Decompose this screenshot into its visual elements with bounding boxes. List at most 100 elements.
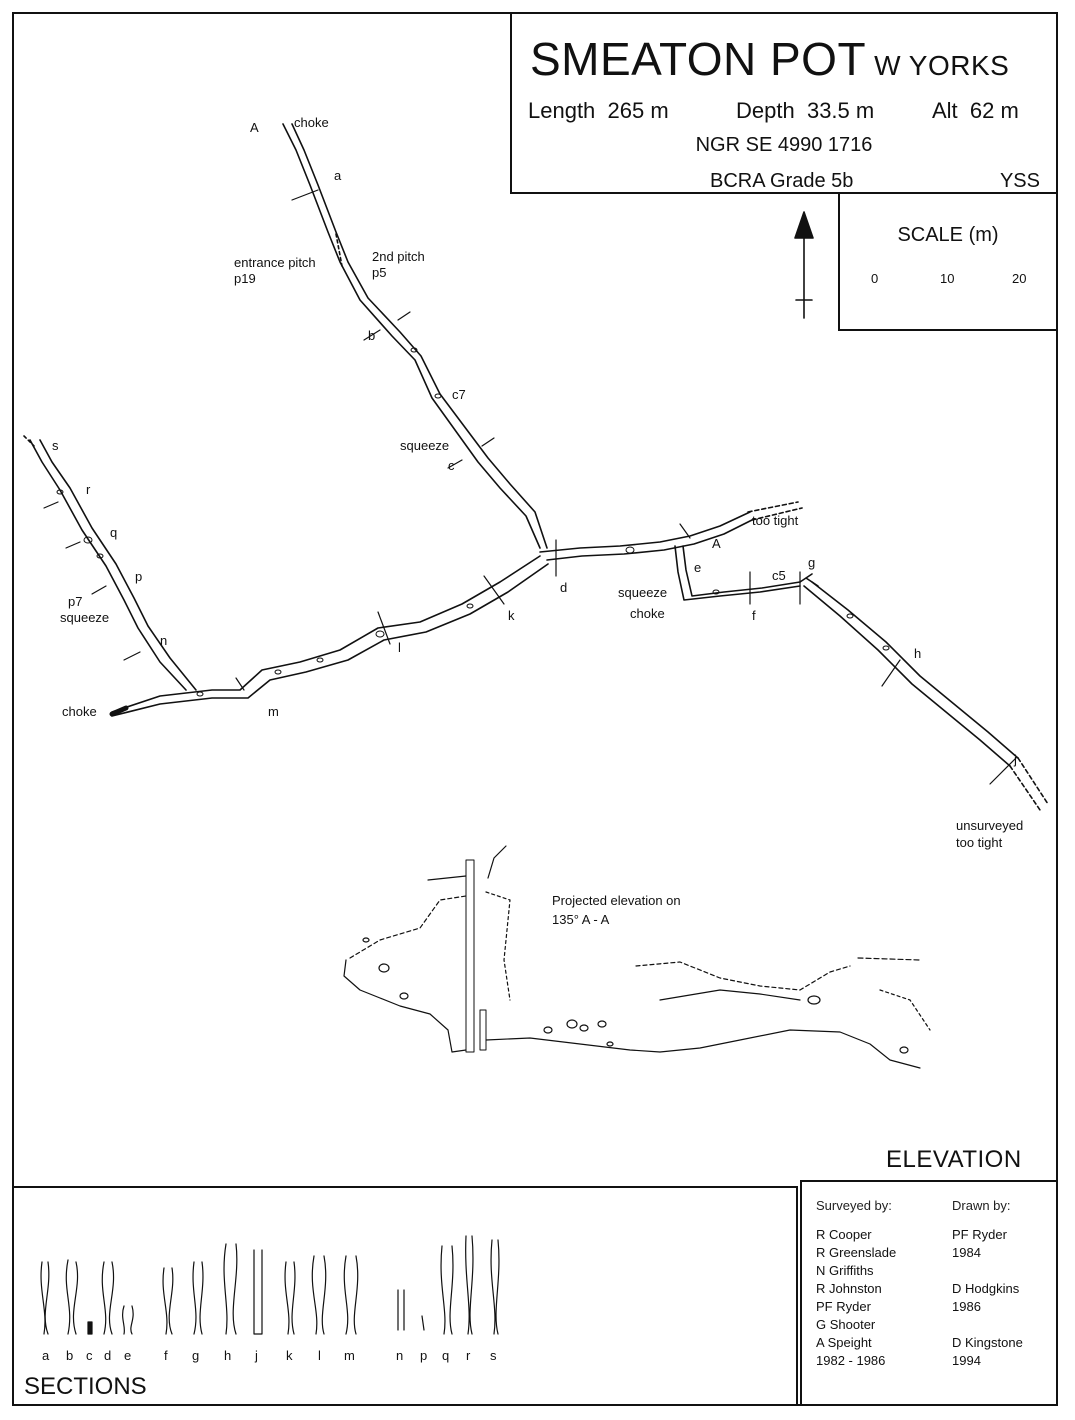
elevation-caption-bearing: 135° A - A: [552, 912, 610, 927]
drafter-year: 1986: [952, 1299, 981, 1314]
drafter-name: PF Ryder: [952, 1227, 1007, 1242]
section-caption: k: [286, 1348, 293, 1363]
grid-reference: NGR SE 4990 1716: [695, 134, 873, 156]
surveyor-name: G Shooter: [816, 1317, 876, 1332]
too-tight-label: too tight: [956, 835, 1003, 850]
drafter-spacer: [952, 1263, 1023, 1281]
surveyor-name: R Johnston: [816, 1281, 882, 1296]
plan-passage-side: [674, 545, 819, 601]
boulder-texture: [56, 347, 890, 697]
drawn-by-heading: Drawn by:: [952, 1198, 1011, 1213]
club-name: YSS: [999, 170, 1040, 192]
north-arrow-icon: [794, 211, 814, 319]
plan-passage-left: [23, 435, 197, 691]
section-caption: q: [442, 1348, 450, 1363]
section-markers: [43, 189, 1017, 785]
elevation-caption: Projected elevation on: [552, 893, 681, 908]
section-caption: s: [490, 1348, 497, 1363]
plan-passage-right-upper: [539, 501, 803, 561]
section-label-p: p: [135, 569, 143, 584]
drafter-name: D Kingstone: [952, 1335, 1023, 1350]
section-caption: m: [344, 1348, 355, 1363]
second-pitch-depth: p5: [372, 265, 387, 280]
entrance-pitch-depth: p19: [234, 271, 256, 286]
section-caption: l: [318, 1348, 321, 1363]
section-label-l: l: [398, 640, 401, 655]
elevation-profile: [343, 845, 931, 1069]
scale-tick-10: 10: [940, 271, 955, 286]
squeeze-label: squeeze: [60, 610, 110, 625]
depth-stat: Depth 33.5 m: [736, 98, 875, 123]
scale-tick-0: 0: [871, 271, 879, 286]
station-label: A: [250, 120, 259, 135]
section-caption: r: [466, 1348, 471, 1363]
section-label-g: g: [808, 555, 816, 570]
plan-passage-upper: [282, 123, 548, 549]
section-caption: e: [124, 1348, 132, 1363]
section-caption: a: [42, 1348, 50, 1363]
section-caption: d: [104, 1348, 112, 1363]
station-label: A: [712, 536, 721, 551]
length-stat: Length 265 m: [528, 98, 669, 123]
section-label-n: n: [160, 633, 168, 648]
survey-years: 1982 - 1986: [816, 1353, 886, 1368]
scale-title: SCALE (m): [897, 224, 999, 246]
choke-label: choke: [62, 704, 97, 719]
surveyor-name: PF Ryder: [816, 1299, 871, 1314]
section-label-d: d: [560, 580, 568, 595]
sections-panel: [12, 1186, 798, 1406]
section-label-k: k: [508, 608, 515, 623]
section-label-e: e: [694, 560, 702, 575]
c5-label: c5: [772, 568, 786, 583]
section-caption: g: [192, 1348, 200, 1363]
section-sketches: [40, 1235, 500, 1335]
section-caption: j: [255, 1348, 258, 1363]
section-label-r: r: [86, 482, 91, 497]
surveyor-name: R Cooper: [816, 1227, 872, 1242]
elevation-title: ELEVATION: [886, 1146, 1022, 1173]
drafter-spacer: [952, 1317, 1023, 1335]
drawn-by-column: Drawn by: PF Ryder 1984 D Hodgkins 1986 …: [952, 1198, 1023, 1371]
section-caption: c: [86, 1348, 93, 1363]
squeeze-label: squeeze: [618, 585, 668, 600]
section-label-q: q: [110, 525, 118, 540]
surveyor-name: A Speight: [816, 1335, 872, 1350]
section-caption: h: [224, 1348, 232, 1363]
section-label-h: h: [914, 646, 922, 661]
too-tight-label: too tight: [752, 513, 799, 528]
section-caption: f: [164, 1348, 168, 1363]
section-label-b: b: [368, 328, 376, 343]
section-caption: p: [420, 1348, 428, 1363]
credits-block: Surveyed by: R Cooper R Greenslade N Gri…: [800, 1180, 1058, 1406]
altitude-stat: Alt 62 m: [932, 98, 1019, 123]
surveyor-name: R Greenslade: [816, 1245, 897, 1260]
unsurveyed-label: unsurveyed: [956, 818, 1024, 833]
choke-label: choke: [294, 115, 329, 130]
plan-passage-lower: [109, 555, 549, 717]
scale-block: SCALE (m) 0 10 20: [838, 192, 1058, 331]
choke-label: choke: [630, 606, 665, 621]
scale-tick-20: 20: [1012, 271, 1027, 286]
section-label-f: f: [752, 608, 756, 623]
survey-grade: BCRA Grade 5b: [710, 170, 854, 192]
surveyor-name: N Griffiths: [816, 1263, 874, 1278]
surveyed-by-heading: Surveyed by:: [816, 1198, 892, 1213]
sections-title: SECTIONS: [24, 1373, 147, 1400]
section-label-c: c: [448, 458, 455, 473]
surveyed-by-column: Surveyed by: R Cooper R Greenslade N Gri…: [816, 1198, 896, 1371]
section-label-a: a: [334, 168, 342, 183]
c7-label: c7: [452, 387, 466, 402]
squeeze-label: squeeze: [400, 438, 450, 453]
second-pitch-label: 2nd pitch: [372, 249, 425, 264]
plan-passage-right-lower: [803, 581, 1049, 811]
drafter-year: 1994: [952, 1353, 981, 1368]
p7-label: p7: [68, 594, 83, 609]
section-caption: b: [66, 1348, 74, 1363]
drafter-year: 1984: [952, 1245, 981, 1260]
section-label-m: m: [268, 704, 279, 719]
section-label-j: j: [1014, 752, 1017, 767]
entrance-pitch-label: entrance pitch: [234, 255, 316, 270]
section-label-s: s: [52, 438, 59, 453]
